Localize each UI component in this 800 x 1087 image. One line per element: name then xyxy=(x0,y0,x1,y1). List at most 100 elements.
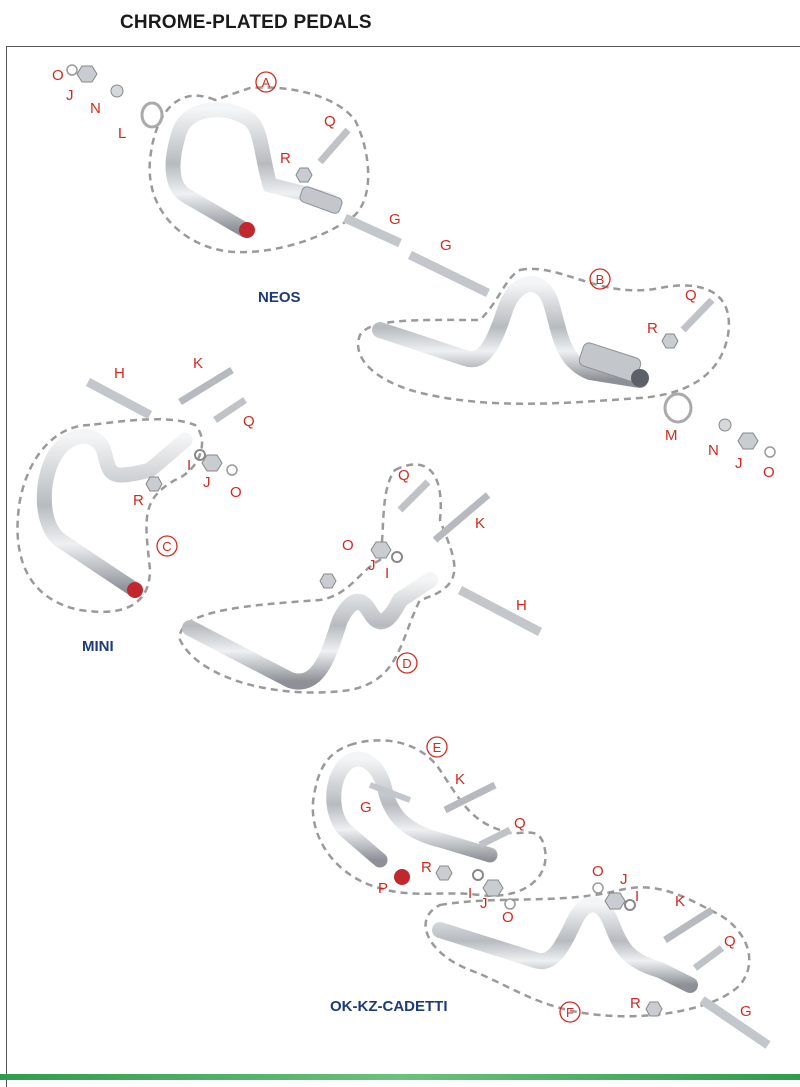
washer-o-icon xyxy=(66,64,78,76)
bolt-q-c-icon xyxy=(213,397,247,423)
assembly-label-f: F xyxy=(559,1001,581,1023)
pedal-a-cap xyxy=(239,222,255,238)
washer-i-icon xyxy=(194,449,206,461)
assembly-label-c: C xyxy=(156,535,178,557)
part-label: Q xyxy=(398,467,410,484)
part-label: O xyxy=(52,67,64,84)
part-label: I xyxy=(385,565,389,582)
part-label: K xyxy=(475,515,485,532)
svg-text:F: F xyxy=(566,1005,574,1020)
part-label: J xyxy=(480,895,488,912)
pedal-b-boss xyxy=(631,369,649,387)
spring-k-f-icon xyxy=(663,907,714,943)
svg-text:A: A xyxy=(262,75,271,90)
part-label: J xyxy=(368,557,376,574)
group-label-neos: NEOS xyxy=(258,289,301,306)
spring-l-icon xyxy=(140,101,164,129)
nut-r-c-icon xyxy=(145,476,163,492)
diagram-frame xyxy=(6,46,800,1087)
bolt-g-e-icon xyxy=(368,782,412,803)
washer-n-b-icon xyxy=(718,418,732,432)
washer-i-d-icon xyxy=(391,551,403,563)
part-label: G xyxy=(440,237,452,254)
part-label: R xyxy=(133,492,144,509)
part-labels: O J N L Q R G G Q R M N J O H K Q I J O … xyxy=(52,67,775,1020)
part-label: N xyxy=(90,100,101,117)
nut-j-f-icon xyxy=(604,892,626,910)
nut-r-b-icon xyxy=(661,333,679,349)
pedal-e-cap xyxy=(394,869,410,885)
svg-text:B: B xyxy=(596,272,605,287)
pedal-d-tube xyxy=(182,572,438,690)
pedal-c-cap xyxy=(127,582,143,598)
page-title: CHROME-PLATED PEDALS xyxy=(120,12,372,33)
nut-j-e-icon xyxy=(482,879,504,897)
part-label: I xyxy=(187,457,191,474)
part-label: N xyxy=(708,442,719,459)
nut-j-d-icon xyxy=(370,541,392,559)
nut-r-f-icon xyxy=(645,1001,663,1017)
bolt-q-icon xyxy=(317,127,351,165)
assembly-d xyxy=(178,463,543,694)
part-label: I xyxy=(635,888,639,905)
part-label: M xyxy=(665,427,678,444)
assembly-f xyxy=(424,882,771,1049)
assembly-c xyxy=(16,367,247,614)
part-label: I xyxy=(468,885,472,902)
assembly-label-e: E xyxy=(426,736,448,758)
washer-o-b-icon xyxy=(764,446,776,458)
pedal-f-tube xyxy=(432,896,698,993)
neos-a-hardware xyxy=(66,64,490,298)
svg-text:E: E xyxy=(433,740,442,755)
svg-text:C: C xyxy=(162,539,171,554)
bolt-h-d-icon xyxy=(457,586,543,636)
part-label: Q xyxy=(324,113,336,130)
part-label: J xyxy=(735,455,743,472)
spring-k-d-icon xyxy=(432,492,491,543)
part-label: K xyxy=(455,771,465,788)
part-label: J xyxy=(203,474,211,491)
pedal-e-tube xyxy=(326,751,498,868)
part-label: G xyxy=(389,211,401,228)
pedal-a-tube xyxy=(165,102,338,238)
pedal-c-tube xyxy=(36,428,193,598)
part-label: H xyxy=(114,365,125,382)
part-label: O xyxy=(502,909,514,926)
spring-k-e-icon xyxy=(443,781,497,814)
group-label-mini: MINI xyxy=(82,638,114,655)
assembly-label-b: B xyxy=(589,268,611,290)
group-label-okkz: OK-KZ-CADETTI xyxy=(330,998,447,1015)
part-label: J xyxy=(620,871,628,888)
pedal-b-tube xyxy=(372,276,648,388)
footer-accent-bar xyxy=(0,1074,800,1080)
pedal-a-hub xyxy=(299,186,343,214)
part-label: Q xyxy=(243,413,255,430)
nut-j-icon xyxy=(76,65,98,83)
washer-n-icon xyxy=(110,84,124,98)
assembly-b xyxy=(356,267,731,405)
nut-r-e-icon xyxy=(435,865,453,881)
part-label: G xyxy=(740,1003,752,1020)
assembly-label-d: D xyxy=(396,652,418,674)
nut-j-b-icon xyxy=(737,432,759,450)
nut-r-d-icon xyxy=(319,573,337,589)
assembly-label-a: A xyxy=(255,71,277,93)
part-label: O xyxy=(763,464,775,481)
part-label: L xyxy=(118,125,126,142)
bolt-q-f-icon xyxy=(692,945,725,971)
part-label: K xyxy=(193,355,203,372)
part-label: P xyxy=(378,880,388,897)
axle-g1-icon xyxy=(343,213,402,248)
part-label: J xyxy=(66,87,74,104)
washer-o-c-icon xyxy=(226,464,238,476)
part-label: R xyxy=(630,995,641,1012)
part-label: R xyxy=(647,320,658,337)
part-label: K xyxy=(675,893,685,910)
part-label: Q xyxy=(685,287,697,304)
part-label: Q xyxy=(724,933,736,950)
assembly-a xyxy=(148,86,370,254)
washer-o-f-icon xyxy=(592,882,604,894)
svg-text:D: D xyxy=(402,656,411,671)
bolt-q-d-icon xyxy=(397,479,431,513)
nut-j-c-icon xyxy=(201,454,223,472)
